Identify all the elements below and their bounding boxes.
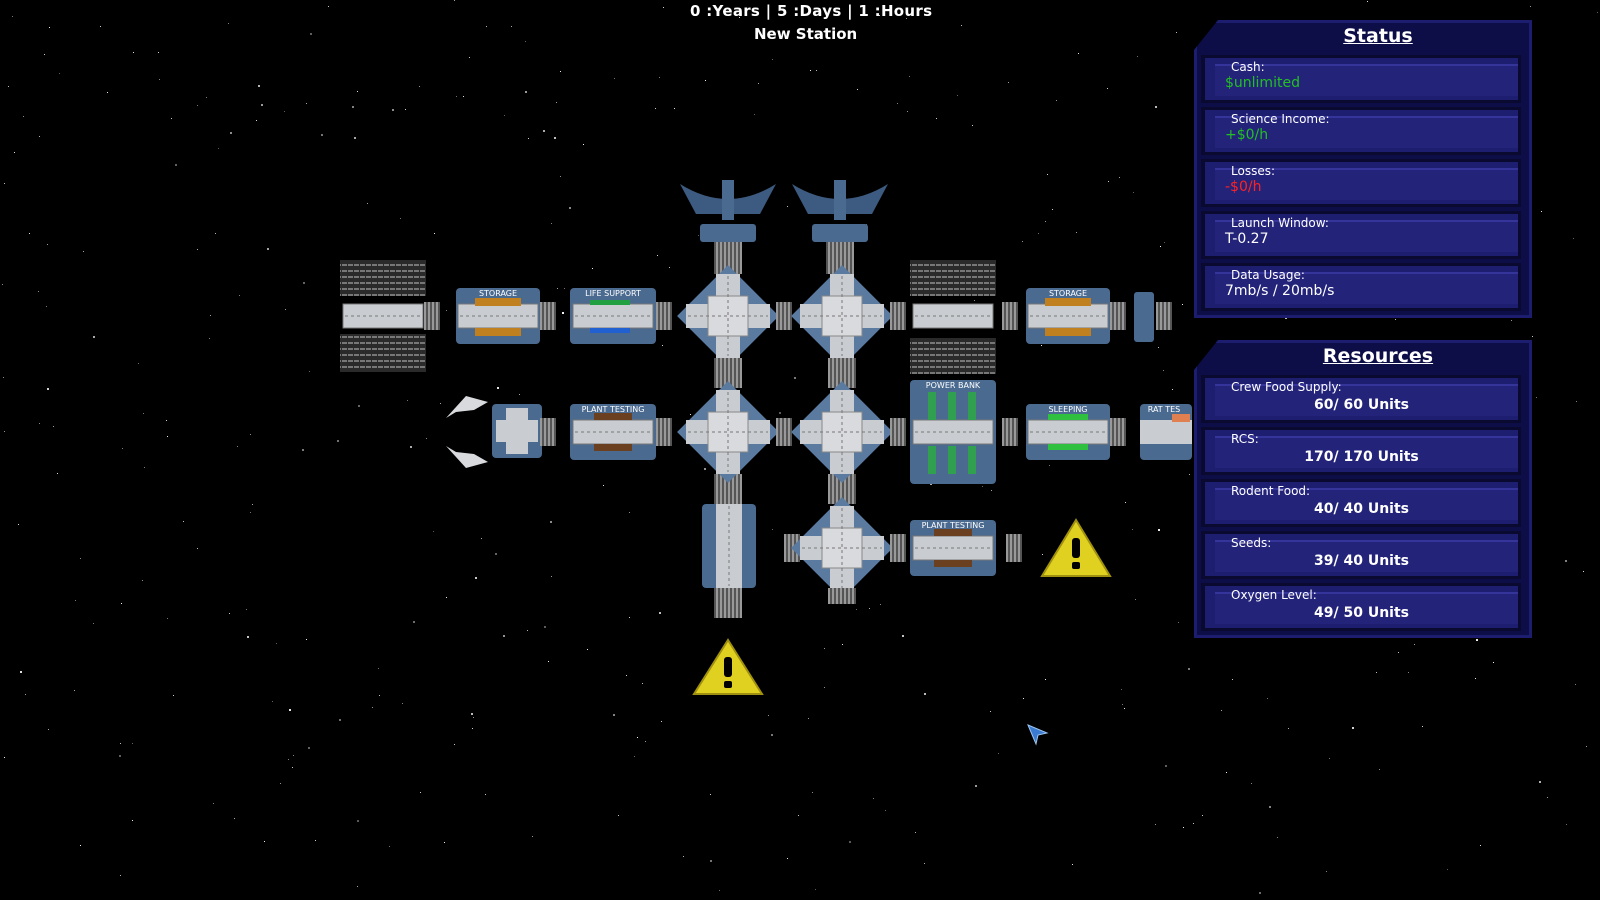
resource-row-seeds: Seeds: 39/ 40 Units (1201, 531, 1521, 579)
rat-testing-module[interactable]: RAT TES (1140, 404, 1192, 460)
sleeping-module[interactable]: SLEEPING (1026, 404, 1110, 460)
resource-label: RCS: (1231, 432, 1259, 446)
status-value: T-0.27 (1225, 231, 1269, 247)
resource-label: Oxygen Level: (1231, 588, 1317, 602)
life-support-module[interactable]: LIFE SUPPORT (570, 288, 656, 344)
storage-module-right[interactable]: STORAGE (1026, 288, 1110, 344)
cursor-icon (1027, 724, 1049, 746)
warning-icon[interactable] (1040, 518, 1112, 577)
plant-testing-module-bottom[interactable]: PLANT TESTING (910, 520, 996, 576)
space-station[interactable]: STORAGE LIFE SUPPORT STORAGE (0, 0, 1200, 720)
module-label: PLANT TESTING (922, 521, 985, 530)
status-row-launch-window: Launch Window: T-0.27 (1201, 211, 1521, 259)
resource-label: Rodent Food: (1231, 484, 1311, 498)
resource-row-rcs: RCS: 170/ 170 Units (1201, 427, 1521, 475)
docking-claw[interactable] (446, 396, 542, 468)
resource-value: 49/ 50 Units (1314, 605, 1409, 621)
module-label: PLANT TESTING (582, 405, 645, 414)
resource-value: 60/ 60 Units (1314, 397, 1409, 413)
storage-module-left[interactable]: STORAGE (456, 288, 540, 344)
resource-row-oxygen: Oxygen Level: 49/ 50 Units (1201, 583, 1521, 631)
resource-value: 39/ 40 Units (1314, 553, 1409, 569)
module-label: RAT TES (1148, 405, 1181, 414)
dish-left[interactable] (680, 180, 776, 274)
status-value: 7mb/s / 20mb/s (1225, 283, 1335, 299)
module-label: POWER BANK (926, 381, 981, 390)
status-label: Cash: (1231, 60, 1265, 74)
resource-row-rodent-food: Rodent Food: 40/ 40 Units (1201, 479, 1521, 527)
status-value: $unlimited (1225, 75, 1300, 91)
resource-label: Crew Food Supply: (1231, 380, 1342, 394)
status-label: Losses: (1231, 164, 1275, 178)
resource-value: 170/ 170 Units (1304, 449, 1419, 465)
game-time: 0 :Years | 5 :Days | 1 :Hours (690, 2, 933, 20)
resource-value: 40/ 40 Units (1314, 501, 1409, 517)
resources-panel: Resources Crew Food Supply: 60/ 60 Units… (1194, 340, 1532, 638)
status-label: Data Usage: (1231, 268, 1305, 282)
status-title: Status (1343, 25, 1413, 47)
end-cap[interactable] (1134, 292, 1154, 342)
resource-row-crew-food: Crew Food Supply: 60/ 60 Units (1201, 375, 1521, 423)
status-label: Launch Window: (1231, 216, 1329, 230)
status-value: +$0/h (1225, 127, 1269, 143)
status-row-science-income: Science Income: +$0/h (1201, 107, 1521, 155)
module-label: STORAGE (1049, 289, 1087, 298)
status-value: -$0/h (1225, 179, 1262, 195)
warning-icon[interactable] (692, 638, 764, 695)
solar-panel-left[interactable] (340, 260, 426, 372)
module-label: LIFE SUPPORT (585, 289, 641, 298)
status-row-losses: Losses: -$0/h (1201, 159, 1521, 207)
resource-label: Seeds: (1231, 536, 1272, 550)
resources-title: Resources (1322, 345, 1434, 367)
vertical-corridor-module[interactable] (702, 504, 756, 618)
status-panel: Status Cash: $unlimited Science Income: … (1194, 20, 1532, 318)
module-label: SLEEPING (1048, 405, 1087, 414)
status-label: Science Income: (1231, 112, 1330, 126)
module-label: STORAGE (479, 289, 517, 298)
power-bank-module[interactable]: POWER BANK (910, 380, 996, 484)
plant-testing-module-left[interactable]: PLANT TESTING (570, 404, 656, 460)
status-row-cash: Cash: $unlimited (1201, 55, 1521, 103)
solar-panel-right[interactable] (910, 260, 996, 374)
dish-right[interactable] (792, 180, 888, 274)
status-row-data-usage: Data Usage: 7mb/s / 20mb/s (1201, 263, 1521, 311)
station-name: New Station (754, 25, 858, 43)
